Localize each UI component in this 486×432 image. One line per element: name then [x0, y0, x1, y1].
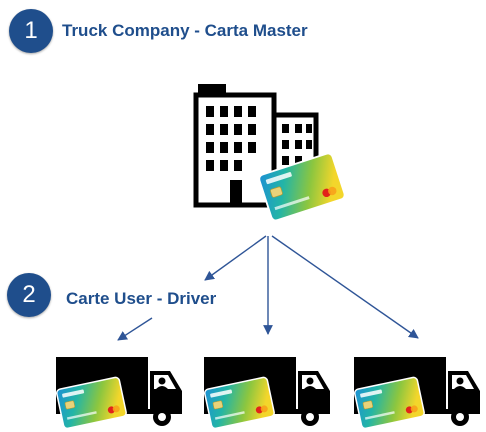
- step-2-badge: 2: [7, 273, 51, 317]
- arrow-to-truck-1: [204, 235, 267, 281]
- arrow-to-truck-3: [271, 235, 419, 339]
- arrow-to-truck-1-lower: [117, 317, 153, 341]
- step-1-badge: 1: [9, 9, 53, 53]
- step-1-label: Truck Company - Carta Master: [62, 21, 308, 40]
- distribution-arrows: [117, 235, 419, 341]
- step-2-label: Carte User - Driver: [66, 289, 217, 308]
